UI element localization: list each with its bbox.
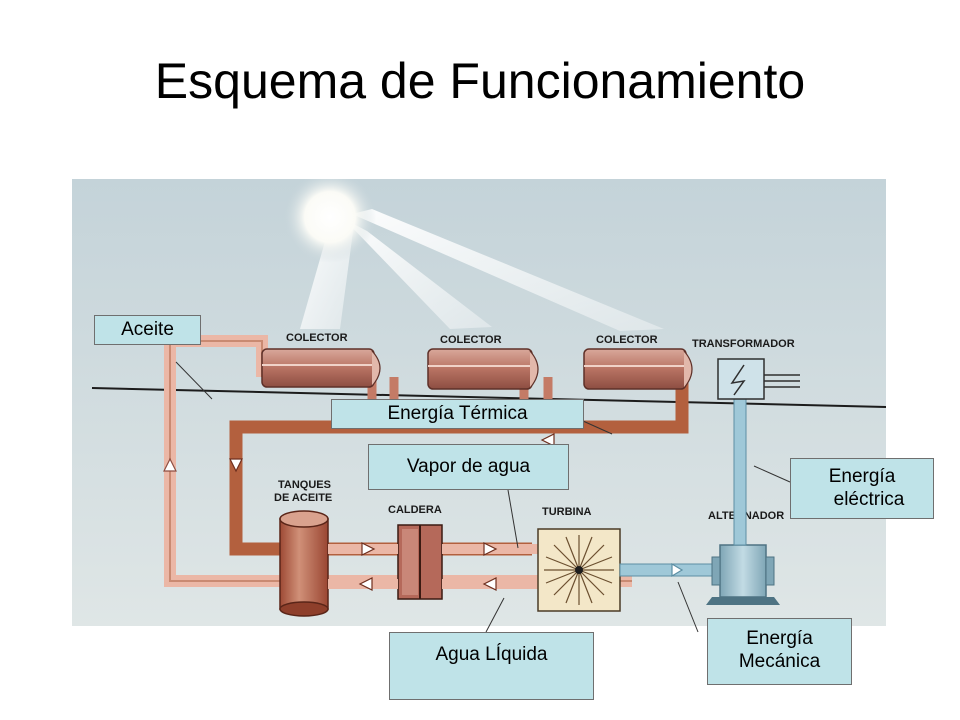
callout-text: Aceite — [121, 319, 174, 340]
callout-text: Energía — [828, 466, 896, 487]
turbine-label: TURBINA — [542, 506, 592, 518]
flow-arrow-left — [358, 577, 373, 591]
oil-tank — [279, 510, 329, 617]
flow-arrow-right — [483, 542, 498, 556]
boiler — [397, 524, 443, 600]
callout-aceite: Aceite — [94, 315, 201, 345]
tank-label: TANQUES — [278, 479, 331, 491]
solar-thermal-plant-diagram: COLECTOR COLECTOR COLECTOR TANQUES DE AC… — [72, 179, 886, 626]
callout-text: Energía — [746, 628, 813, 649]
collector-label: COLECTOR — [286, 332, 348, 344]
flow-arrow-right — [361, 542, 376, 556]
drive-shaft — [619, 563, 717, 577]
power-line — [733, 396, 747, 546]
flow-arrow-right — [671, 562, 684, 578]
page-title: Esquema de Funcionamiento — [154, 53, 806, 109]
flow-arrow-down — [229, 458, 243, 473]
turbine — [537, 528, 621, 612]
callout-text: Vapor de agua — [406, 456, 531, 477]
collector-1 — [261, 348, 381, 388]
callout-vapor-de-agua: Vapor de agua — [368, 444, 569, 490]
collector-label: COLECTOR — [440, 334, 502, 346]
ground-line — [91, 387, 886, 408]
sun-icon — [284, 179, 376, 263]
collector-2 — [427, 348, 539, 390]
callout-energia-electrica: Energía eléctrica — [790, 458, 934, 519]
transformer-label: TRANSFORMADOR — [692, 338, 795, 350]
boiler-label: CALDERA — [388, 504, 442, 516]
callout-text: eléctrica — [833, 489, 905, 510]
collector-label: COLECTOR — [596, 334, 658, 346]
collector-3 — [583, 348, 693, 390]
sun-beam — [352, 209, 664, 331]
callout-energia-mecanica: Energía Mecánica — [707, 618, 852, 685]
callout-text: Energía Térmica — [387, 403, 528, 424]
callout-energia-termica: Energía Térmica — [331, 399, 584, 429]
tank-label: DE ACEITE — [274, 492, 332, 504]
transformer — [717, 358, 800, 400]
flow-arrow-up — [163, 457, 177, 472]
callout-text: Agua LÍquida — [435, 644, 548, 665]
callout-text: Mecánica — [738, 651, 821, 672]
callout-agua-liquida: Agua LÍquida — [389, 632, 594, 700]
flow-arrow-left — [540, 433, 555, 447]
flow-arrow-left — [482, 577, 497, 591]
sun-beam — [344, 219, 492, 329]
